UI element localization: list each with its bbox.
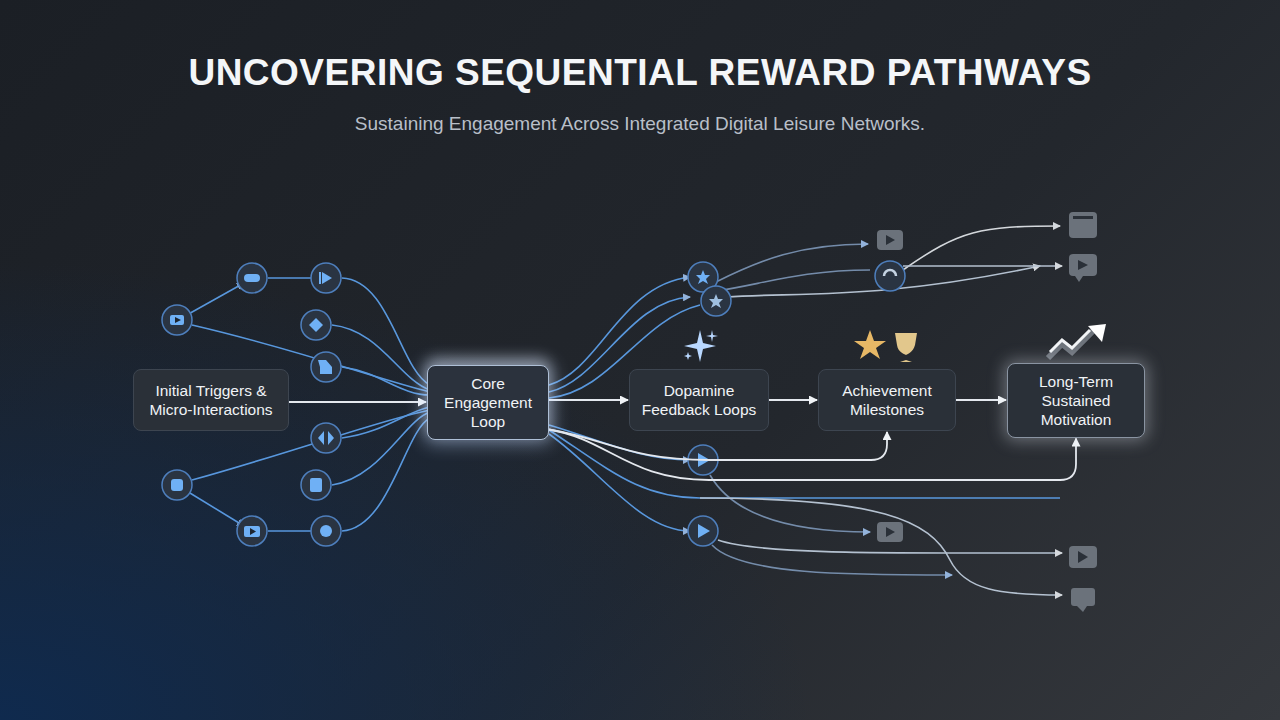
- node-label: Long-Term Sustained Motivation: [1018, 372, 1134, 429]
- node-label: Core Engagement Loop: [438, 374, 538, 431]
- process-box: Dopamine Feedback Loops: [629, 369, 769, 431]
- node-label: Achievement Milestones: [829, 381, 945, 419]
- connector-arrow: [956, 399, 1006, 401]
- diagram-title: UNCOVERING SEQUENTIAL REWARD PATHWAYS: [0, 52, 1280, 94]
- node-label: Initial Triggers & Micro-Interactions: [144, 381, 278, 419]
- process-box: Core Engagement Loop: [427, 365, 549, 440]
- process-box: Long-Term Sustained Motivation: [1007, 363, 1145, 438]
- process-box: Achievement Milestones: [818, 369, 956, 431]
- connector-arrow: [549, 430, 1076, 481]
- diagram-caption: Sustaining Engagement Across Integrated …: [0, 113, 1280, 135]
- connector-arrow: [289, 401, 426, 403]
- connector-arrow: [549, 430, 887, 461]
- node-label: Dopamine Feedback Loops: [640, 381, 758, 419]
- connector-arrow: [769, 399, 817, 401]
- connector-arrow: [549, 399, 628, 401]
- process-box: Initial Triggers & Micro-Interactions: [133, 369, 289, 431]
